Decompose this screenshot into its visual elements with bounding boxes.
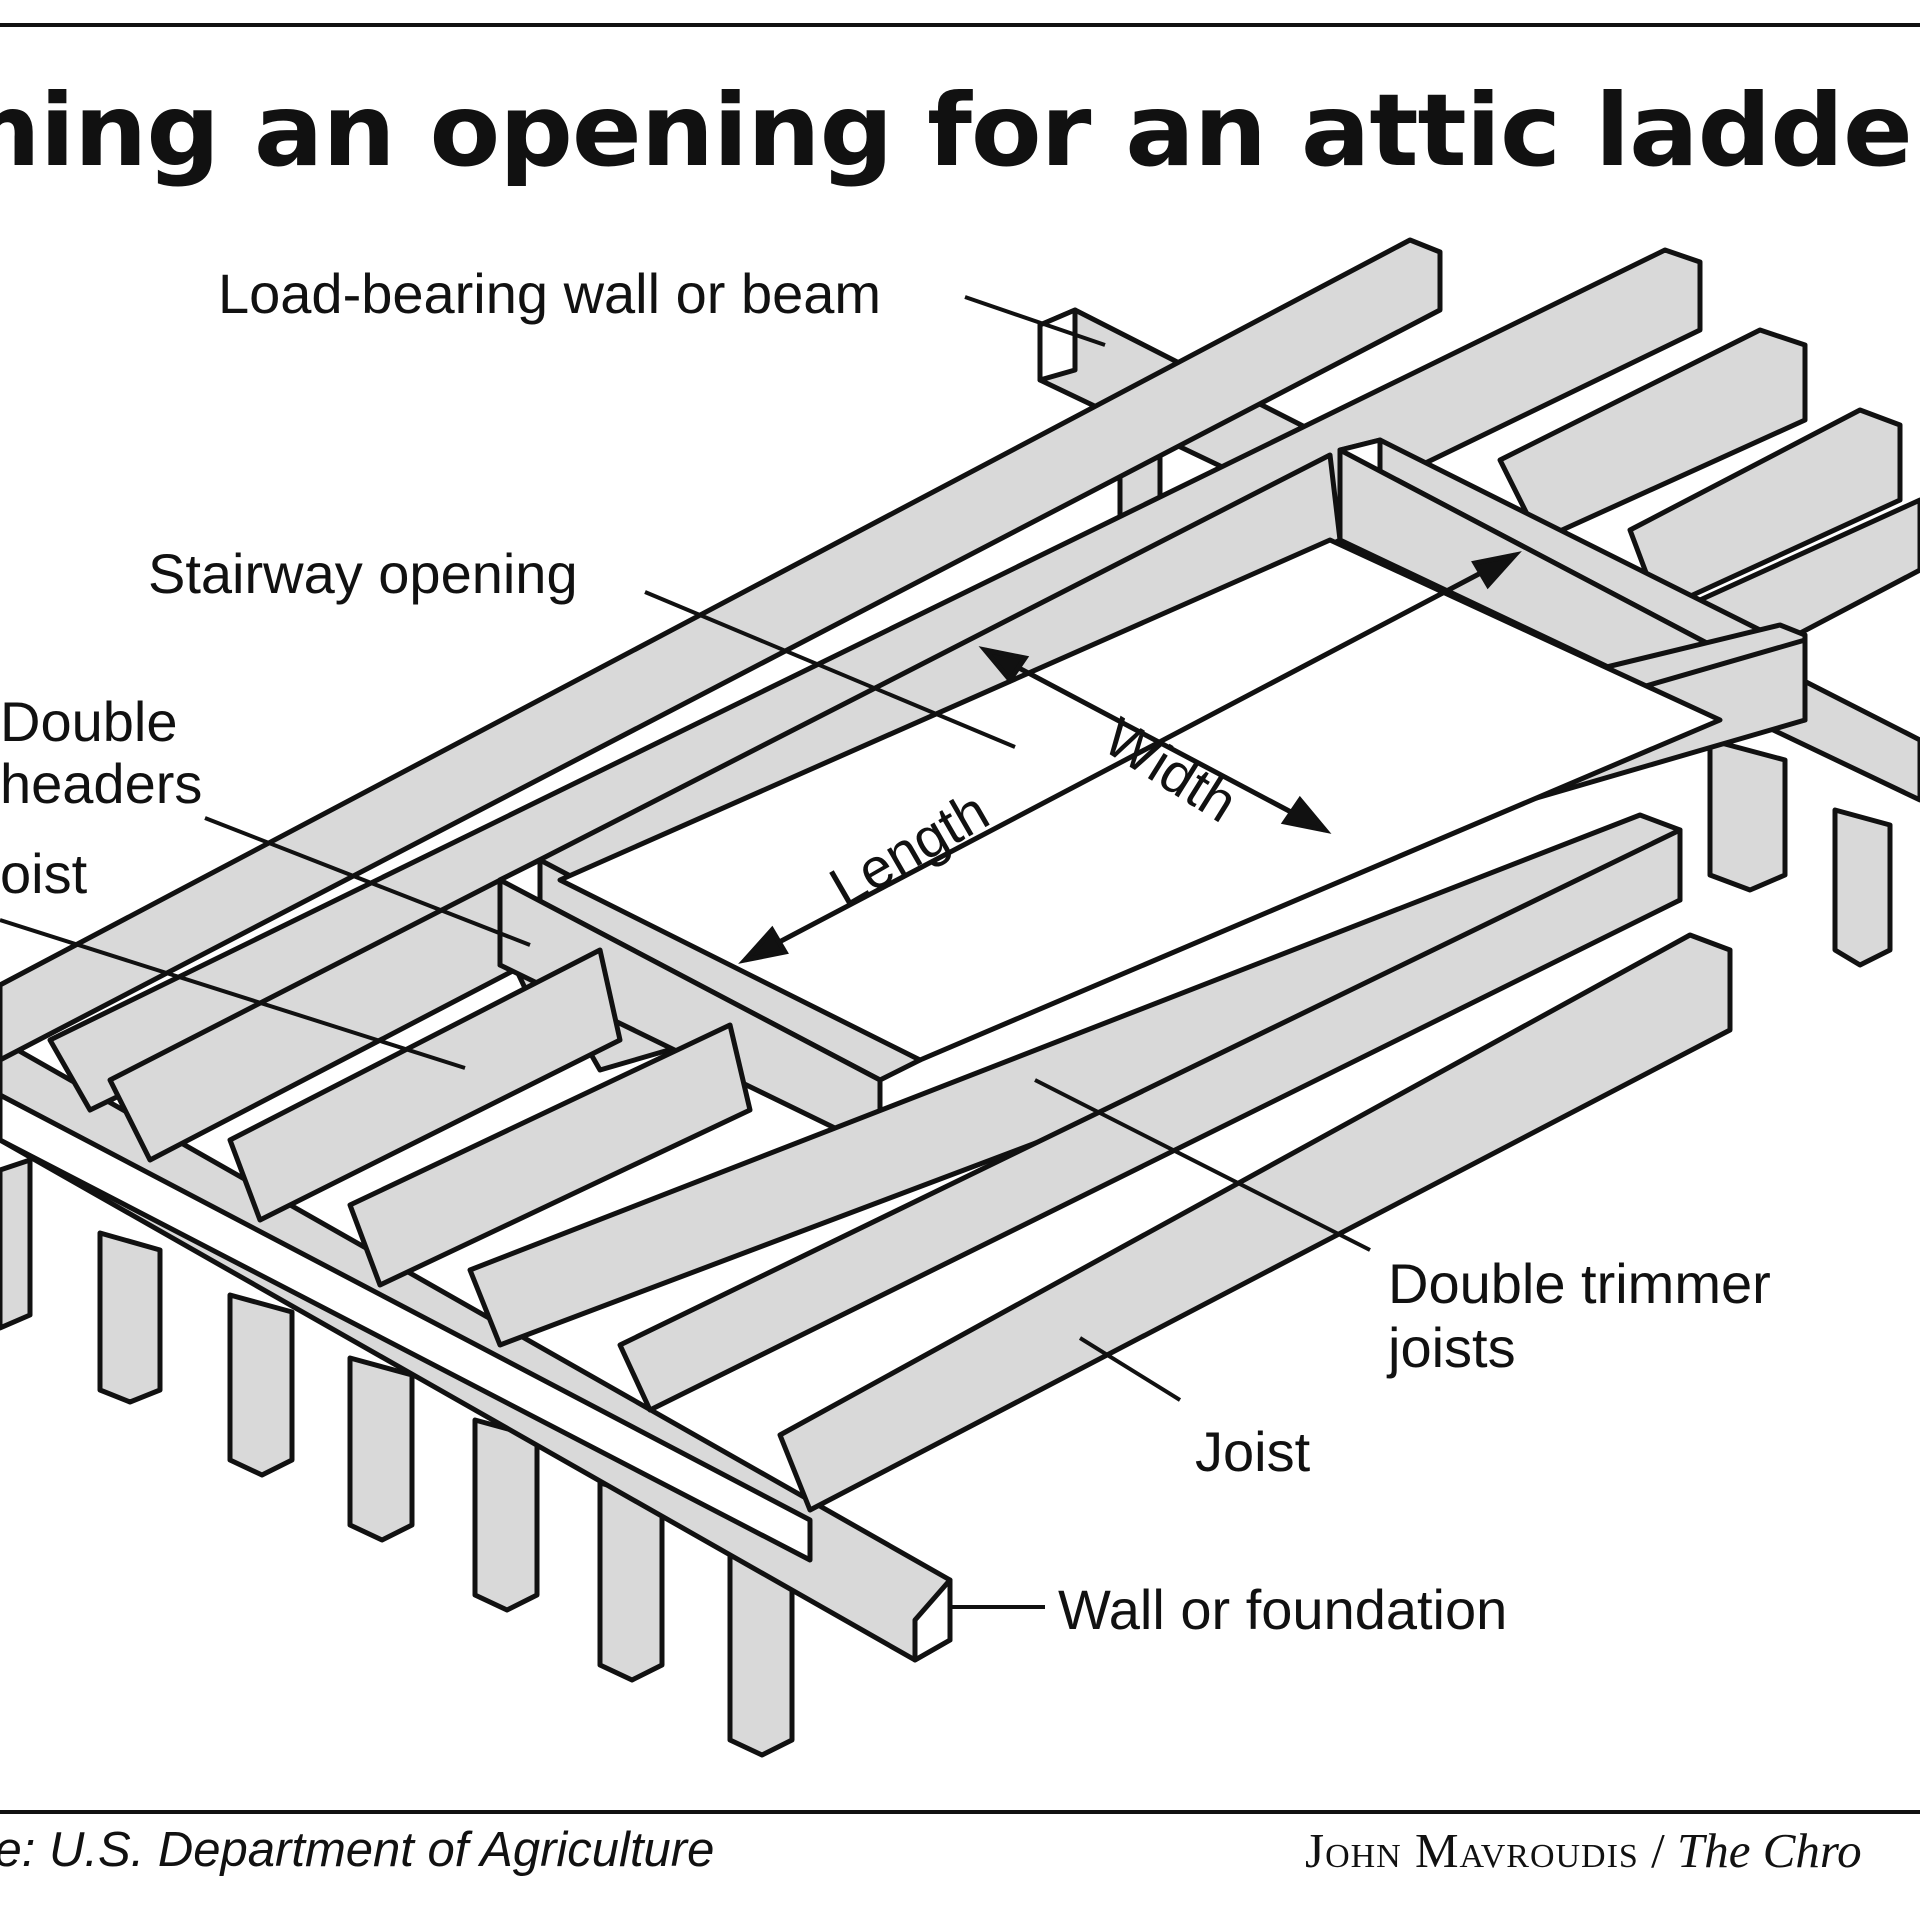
dimension-arrows [738,551,1522,964]
label-double-trimmer-line2: joists [1388,1316,1516,1379]
leader-stairway [644,590,1016,749]
artist-credit: John Mavroudis / The Chro [1305,1822,1862,1879]
wall-stud [0,1157,33,1331]
wall-studs [0,1157,795,1758]
wall-stud [1707,737,1788,893]
label-double-headers-line1: Double [0,690,178,753]
wall-stud [347,1355,415,1543]
length-arrow-line [743,552,1517,963]
joist-front-b [617,827,1683,1413]
label-joist: Joist [1195,1420,1311,1483]
tail-joist [227,947,623,1223]
leader-double-trimmer [1034,1078,1371,1252]
wall-stud [227,1292,295,1478]
joist-front-c [777,932,1733,1513]
leader-lines [0,295,1371,1609]
label-double-headers-line2: headers [0,752,203,815]
label-double-trimmer-line1: Double trimmer [1388,1252,1771,1315]
tail-joist [347,1022,753,1288]
stairway-opening [557,537,1723,1063]
width-arrow-line [983,647,1327,833]
length-arrow-head [1471,551,1522,590]
wall-stud [472,1417,540,1613]
label-wall-or-foundation: Wall or foundation [1058,1578,1508,1641]
leader-tail-joist [0,918,466,1070]
wall-stud [97,1230,163,1405]
source-credit: ce: U.S. Department of Agriculture [0,1823,715,1877]
length-arrow-head [738,925,789,964]
framing-members [0,23,1920,1814]
credit-separator: / [1638,1823,1677,1878]
joist-second [47,247,1703,1113]
back-wall-studs [1707,737,1893,968]
label-tail-joist: oist [0,842,88,905]
width-arrow-head [978,646,1030,685]
wall-stud [1832,807,1893,968]
publication-name: The Chro [1676,1823,1862,1878]
leader-load-bearing [964,295,1106,347]
label-load-bearing: Load-bearing wall or beam [218,262,882,325]
leader-double-headers [204,816,531,947]
joist-back [0,237,1443,1063]
artist-name: John Mavroudis [1305,1823,1639,1878]
width-arrow-head [1280,795,1332,834]
label-stairway-opening: Stairway opening [148,542,578,605]
diagram-title: aming an opening for an attic ladder [0,72,1920,189]
leader-joist [1078,1336,1182,1402]
